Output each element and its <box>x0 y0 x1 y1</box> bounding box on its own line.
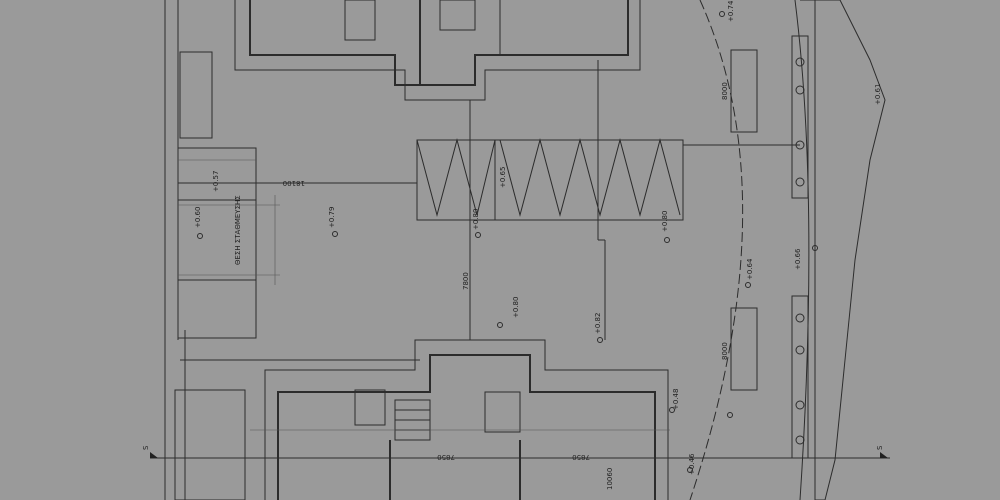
level-label: +0.65 <box>499 167 507 188</box>
level-label: +0.74 <box>727 0 735 22</box>
level-label: +0.80 <box>512 297 520 318</box>
level-label: +0.64 <box>746 258 754 280</box>
level-label: +0.79 <box>328 207 336 228</box>
dimension-label: 8000 <box>721 342 729 360</box>
level-label: +0.82 <box>594 313 602 334</box>
section-label: S <box>876 445 884 450</box>
section-label: S <box>142 445 150 450</box>
level-label: +0.46 <box>688 453 696 475</box>
dimension-labels: +0.74 +0.61 8000 8000 +0.57 +0.60 +0.79 … <box>142 0 884 490</box>
building-bottom <box>174 339 670 500</box>
level-label: +0.80 <box>661 211 669 232</box>
level-label: +0.61 <box>874 84 882 105</box>
parking-label: ΘΕΣΗ ΣΤΑΘΜΕΥΣΗΣ <box>234 195 242 265</box>
section-line <box>150 330 890 500</box>
dimension-label: 18100 <box>283 179 305 187</box>
level-label: +0.66 <box>794 248 802 270</box>
ramp <box>416 60 800 340</box>
dimension-label: 10060 <box>606 468 614 490</box>
paved-plaza <box>689 0 886 500</box>
dimension-label: 7850 <box>437 453 455 461</box>
building-top <box>234 0 641 101</box>
dimension-label: 8000 <box>721 82 729 100</box>
level-label: +0.60 <box>194 207 202 228</box>
dimension-label: 7800 <box>462 272 470 290</box>
level-label: +0.48 <box>672 389 680 410</box>
parking-area <box>164 0 420 500</box>
level-label: +0.57 <box>212 171 220 192</box>
level-markers <box>197 11 818 473</box>
level-label: +0.80 <box>472 209 480 230</box>
grass-beds <box>179 49 758 391</box>
dimension-label: 7850 <box>572 453 590 461</box>
